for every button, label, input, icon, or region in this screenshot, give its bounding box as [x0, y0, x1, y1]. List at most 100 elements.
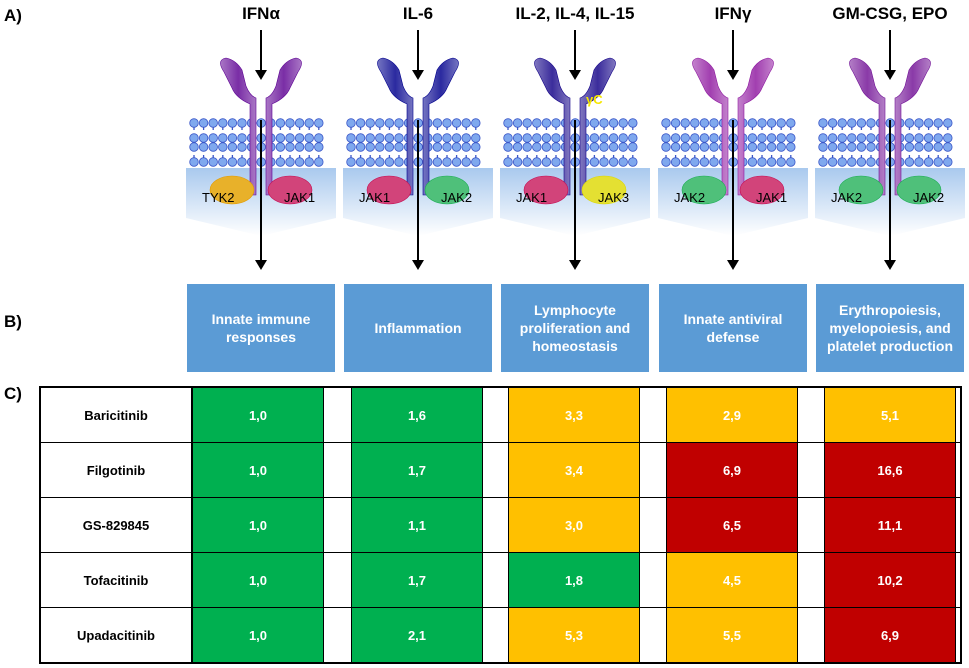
panel-label-c: C) [4, 384, 22, 403]
signal-arrows [727, 30, 739, 270]
drug-name: Tofacitinib [41, 553, 192, 607]
membrane-bilayer [818, 118, 953, 167]
function-label: Erythropoiesis, myelopoiesis, and platel… [827, 302, 953, 354]
value-cell: 6,9 [666, 443, 798, 497]
cytokine-receptor [692, 57, 774, 196]
right-jak-label: JAK1 [756, 190, 788, 205]
cytokine-receptor [849, 57, 931, 196]
left-jak-shape [838, 175, 884, 205]
right-jak-shape [896, 175, 942, 205]
value-cell: 5,5 [666, 608, 798, 662]
signal-arrows [569, 30, 581, 270]
value-cell: 1,0 [192, 443, 324, 497]
left-jak-shape [209, 175, 255, 205]
receptor-illustration [815, 30, 965, 270]
cytokine-name: IFNα [242, 4, 280, 23]
right-jak-label: JAK1 [284, 190, 316, 205]
left-jak-shape [523, 175, 569, 205]
right-jak-label: JAK3 [598, 190, 630, 205]
value-cell: 5,3 [508, 608, 640, 662]
receptor-illustration [658, 30, 808, 270]
value-cell: 3,0 [508, 498, 640, 552]
receptor-illustration [500, 30, 650, 270]
drug-name: Upadacitinib [41, 608, 192, 662]
right-jak-shape [267, 175, 313, 205]
function-box: Lymphocyte proliferation and homeostasis [501, 284, 649, 372]
gamma-chain-label: γC [586, 92, 603, 107]
value-cell: 1,8 [508, 553, 640, 607]
function-box: Inflammation [344, 284, 492, 372]
value-cell: 1,1 [351, 498, 483, 552]
cytokine-name: IL-2, IL-4, IL-15 [515, 4, 635, 23]
cytokine-name: IL-6 [402, 4, 434, 23]
membrane-bilayer [346, 118, 481, 167]
function-box: Erythropoiesis, myelopoiesis, and platel… [816, 284, 964, 372]
value-cell: 6,9 [824, 608, 956, 662]
cytokine-name: IFNγ [714, 4, 752, 23]
function-label: Innate immune responses [211, 311, 311, 345]
function-box: Innate antiviral defense [659, 284, 807, 372]
signal-arrows [255, 30, 267, 270]
value-cell: 2,9 [666, 388, 798, 442]
left-jak-shape [681, 175, 727, 205]
value-cell: 11,1 [824, 498, 956, 552]
left-jak-label: JAK2 [674, 190, 706, 205]
value-cell: 6,5 [666, 498, 798, 552]
receptor-illustration [343, 30, 493, 270]
panel-label-b: B) [4, 312, 22, 331]
value-cell: 1,7 [351, 443, 483, 497]
value-cell: 2,1 [351, 608, 483, 662]
value-cell: 10,2 [824, 553, 956, 607]
cytokine-receptor [377, 57, 459, 196]
membrane-bilayer [189, 118, 324, 167]
pathway-5: GM-CSG, EPO JAK2 JAK2 [815, 0, 965, 280]
left-jak-label: JAK1 [359, 190, 391, 205]
left-jak-shape [366, 175, 412, 205]
drug-name: GS-829845 [41, 498, 192, 552]
right-jak-shape [581, 175, 627, 205]
left-jak-label: JAK1 [516, 190, 548, 205]
value-cell: 3,3 [508, 388, 640, 442]
cytokine-receptor [534, 57, 616, 196]
right-jak-label: JAK2 [913, 190, 945, 205]
cytokine-receptor [220, 57, 302, 196]
membrane-bilayer [503, 118, 638, 167]
function-label: Innate antiviral defense [683, 311, 783, 345]
panel-label-a: A) [4, 6, 22, 25]
value-cell: 5,1 [824, 388, 956, 442]
value-cell: 1,6 [351, 388, 483, 442]
value-cell: 1,0 [192, 498, 324, 552]
function-label: Inflammation [374, 320, 462, 336]
receptor-illustration [186, 30, 336, 270]
function-label: Lymphocyte proliferation and homeostasis [519, 302, 631, 354]
right-jak-label: JAK2 [441, 190, 473, 205]
membrane-bilayer [661, 118, 796, 167]
value-cell: 3,4 [508, 443, 640, 497]
drug-name: Baricitinib [41, 388, 192, 442]
right-jak-shape [739, 175, 785, 205]
value-cell: 1,0 [192, 553, 324, 607]
signal-arrows [884, 30, 896, 270]
value-cell: 1,0 [192, 608, 324, 662]
value-cell: 1,0 [192, 388, 324, 442]
value-cell: 4,5 [666, 553, 798, 607]
function-box: Innate immune responses [187, 284, 335, 372]
drug-name: Filgotinib [41, 443, 192, 497]
signal-arrows [412, 30, 424, 270]
value-cell: 1,7 [351, 553, 483, 607]
left-jak-label: JAK2 [831, 190, 863, 205]
value-cell: 16,6 [824, 443, 956, 497]
right-jak-shape [424, 175, 470, 205]
cytokine-name: GM-CSG, EPO [832, 4, 948, 23]
left-jak-label: TYK2 [202, 190, 235, 205]
